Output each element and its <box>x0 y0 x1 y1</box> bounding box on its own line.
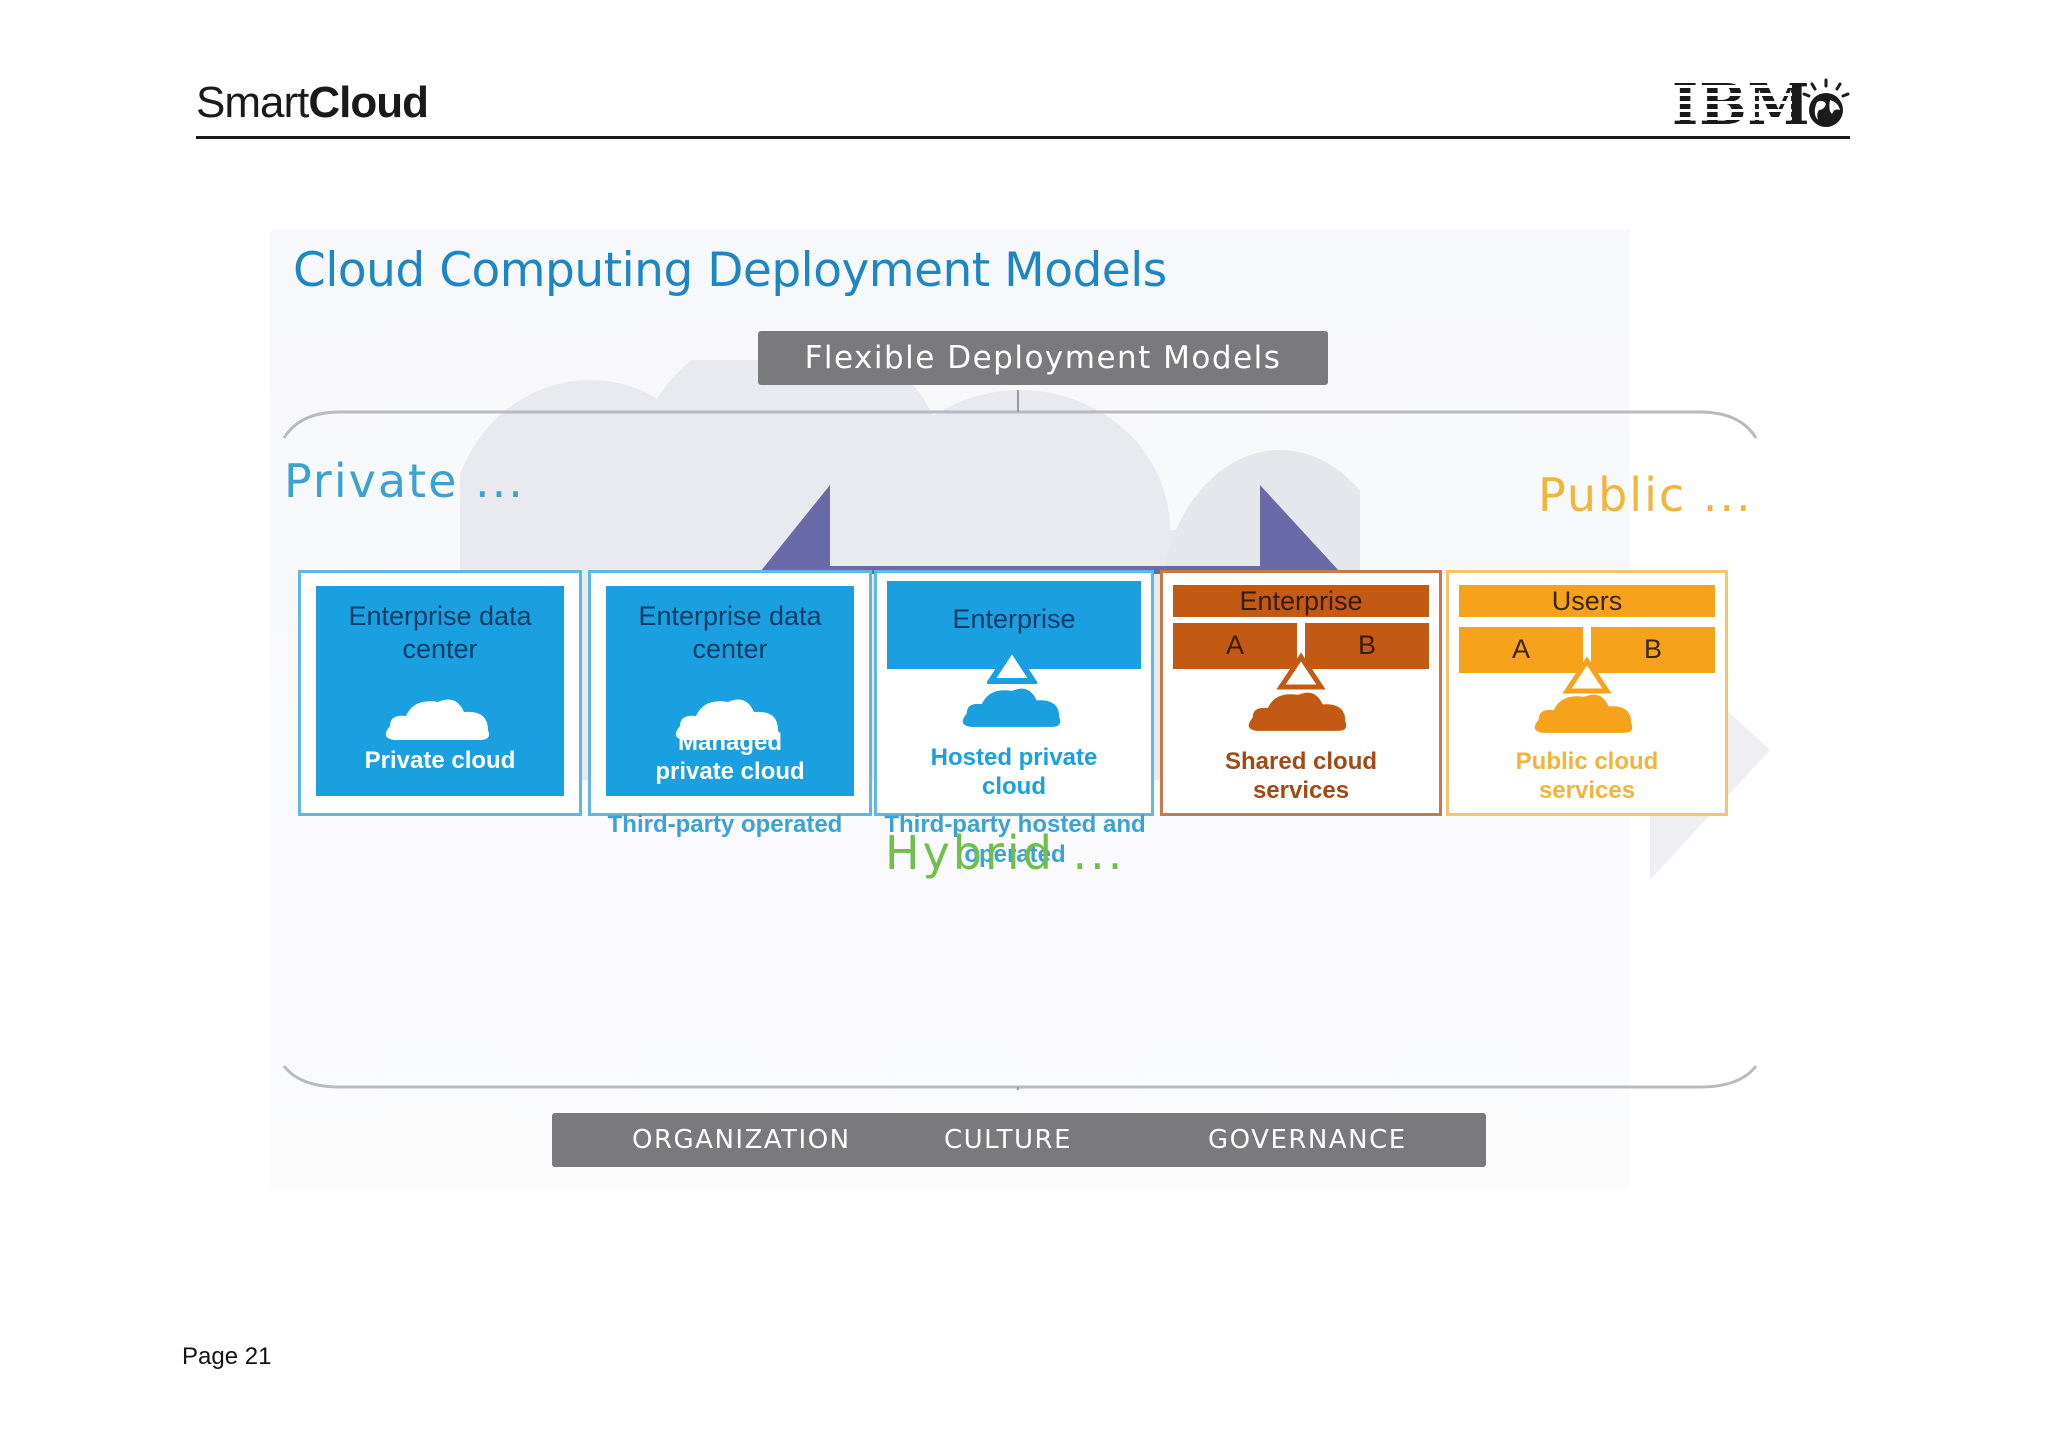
tenant-a-panel: A <box>1459 627 1583 673</box>
connector-triangle-icon <box>1562 627 1612 694</box>
slide-title: Cloud Computing Deployment Models <box>293 243 1167 298</box>
public-label: Public ... <box>1538 468 1753 522</box>
private-cloud-panel: Enterprise data center Private cloud <box>316 586 564 796</box>
hybrid-label: Hybrid ... <box>885 826 1126 880</box>
cloud-icon <box>1534 694 1633 733</box>
cloud-icon <box>1248 692 1347 731</box>
tenant-a-label: A <box>1225 630 1244 660</box>
flexible-deployment-bar: Flexible Deployment Models <box>758 331 1328 385</box>
cloud-icon <box>385 699 489 740</box>
model-cloud-label: Hosted private cloud <box>930 744 1098 800</box>
model-box-hosted-private-cloud: Enterprise Hosted private cloud <box>874 570 1154 816</box>
cloud-icon <box>962 688 1061 727</box>
model-cloud-label: Shared cloud services <box>1224 748 1378 804</box>
enterprise-panel: Enterprise <box>1173 585 1429 617</box>
model-cloud-label: Public cloud services <box>1515 748 1659 804</box>
model-header: Users <box>1551 586 1623 616</box>
tenant-a-panel: A <box>1173 623 1297 669</box>
tenant-a-label: A <box>1511 634 1530 664</box>
ibm-logo-stripes <box>1672 80 1792 126</box>
tenant-b-panel: B <box>1305 623 1429 669</box>
model-box-managed-private-cloud: Enterprise data center Managed private c… <box>588 570 872 816</box>
tenant-b-label: B <box>1357 630 1376 660</box>
model-cloud-label: Managed private cloud <box>655 729 805 785</box>
smartcloud-logo: SmartCloud <box>196 78 429 127</box>
private-label: Private ... <box>284 454 525 508</box>
model-box-private-cloud: Enterprise data center Private cloud <box>298 570 582 816</box>
model-box-shared-cloud-services: Enterprise A B Shared cloud services <box>1160 570 1442 816</box>
managed-private-cloud-panel: Enterprise data center Managed private c… <box>606 586 854 796</box>
organization-culture-governance-bar: ORGANIZATION CULTURE GOVERNANCE <box>552 1113 1486 1167</box>
bar-item-governance: GOVERNANCE <box>1208 1125 1407 1155</box>
tenant-b-label: B <box>1643 634 1662 664</box>
model-below-label: Third-party operated <box>607 811 843 838</box>
tenant-b-panel: B <box>1591 627 1715 673</box>
page-number: Page 21 <box>182 1343 272 1370</box>
header-divider <box>196 136 1850 139</box>
model-box-public-cloud-services: Users A B Public cloud services <box>1446 570 1728 816</box>
model-header: Enterprise data center <box>348 601 532 664</box>
bar-item-organization: ORGANIZATION <box>632 1125 851 1155</box>
globe-icon <box>1802 78 1850 127</box>
model-header: Enterprise <box>952 604 1076 634</box>
model-header: Enterprise data center <box>638 601 822 664</box>
cloud-icon <box>675 699 779 740</box>
model-below-label: Third-party hosted and operated <box>884 811 1146 868</box>
model-header: Enterprise <box>1239 586 1363 616</box>
connector-triangle-icon <box>1276 623 1326 690</box>
connector-triangle-icon <box>987 645 1037 684</box>
hybrid-connector-graphic <box>760 485 1340 574</box>
model-cloud-label: Private cloud <box>364 747 516 774</box>
users-panel: Users <box>1459 585 1715 617</box>
bar-item-culture: CULTURE <box>944 1125 1072 1155</box>
